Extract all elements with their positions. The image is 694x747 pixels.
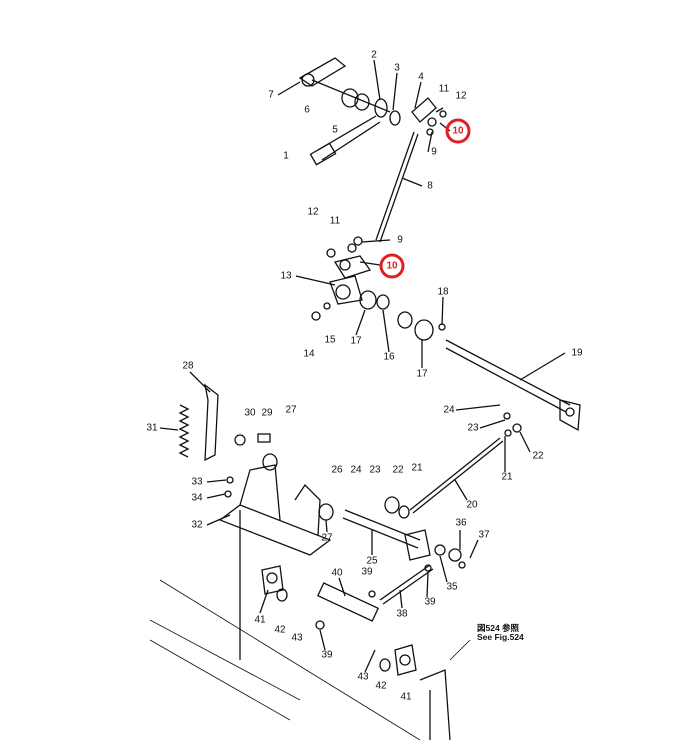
part-label-33: 33	[191, 476, 203, 488]
part-label-5: 5	[332, 124, 338, 136]
part-label-42: 42	[375, 680, 387, 692]
part-label-39: 39	[424, 596, 436, 608]
part-label-27: 27	[285, 404, 297, 416]
part-label-12: 12	[455, 90, 467, 102]
part-label-22: 22	[392, 464, 404, 476]
part-label-24: 24	[443, 404, 455, 416]
part-label-17: 17	[416, 368, 428, 380]
part-label-23: 23	[467, 422, 479, 434]
highlight-circle-part-10-mid	[379, 253, 405, 279]
part-label-22: 22	[532, 450, 544, 462]
part-label-21: 21	[501, 471, 513, 483]
part-label-43: 43	[357, 671, 369, 683]
part-label-35: 35	[446, 581, 458, 593]
part-label-19: 19	[571, 347, 583, 359]
part-label-4: 4	[418, 71, 424, 83]
part-label-11: 11	[329, 215, 341, 227]
part-label-14: 14	[303, 348, 315, 360]
part-label-31: 31	[146, 422, 158, 434]
figure-reference-note: 図524 参照 See Fig.524	[477, 624, 524, 642]
part-label-2: 2	[371, 49, 377, 61]
part-label-32: 32	[191, 519, 203, 531]
part-label-18: 18	[437, 286, 449, 298]
part-label-42: 42	[274, 624, 286, 636]
part-label-13: 13	[280, 270, 292, 282]
part-label-39: 39	[361, 566, 373, 578]
part-label-10: 10	[452, 125, 464, 137]
part-label-26: 26	[331, 464, 343, 476]
part-label-9: 9	[431, 146, 437, 158]
part-label-17: 17	[350, 335, 362, 347]
part-label-36: 36	[455, 517, 467, 529]
part-label-38: 38	[396, 608, 408, 620]
part-label-43: 43	[291, 632, 303, 644]
note-english: See Fig.524	[477, 632, 524, 642]
part-label-23: 23	[369, 464, 381, 476]
part-label-28: 28	[182, 360, 194, 372]
part-label-1: 1	[283, 150, 289, 162]
part-label-37: 37	[478, 529, 490, 541]
part-label-27: 27	[321, 532, 333, 544]
part-label-7: 7	[268, 89, 274, 101]
part-label-30: 30	[244, 407, 256, 419]
part-label-21: 21	[411, 462, 423, 474]
highlight-circle-part-10-top	[445, 118, 471, 144]
part-label-24: 24	[350, 464, 362, 476]
note-japanese: 図524 参照	[477, 623, 520, 633]
part-label-39: 39	[321, 649, 333, 661]
part-label-9: 9	[397, 234, 403, 246]
part-label-6: 6	[304, 104, 310, 116]
part-label-12: 12	[307, 206, 319, 218]
part-label-41: 41	[400, 691, 412, 703]
part-label-34: 34	[191, 492, 203, 504]
part-label-29: 29	[261, 407, 273, 419]
part-label-41: 41	[254, 614, 266, 626]
part-label-40: 40	[331, 567, 343, 579]
part-label-16: 16	[383, 351, 395, 363]
part-label-10: 10	[386, 260, 398, 272]
part-label-15: 15	[324, 334, 336, 346]
part-label-20: 20	[466, 499, 478, 511]
part-label-11: 11	[438, 83, 450, 95]
part-label-3: 3	[394, 62, 400, 74]
part-label-8: 8	[427, 180, 433, 192]
part-label-25: 25	[366, 555, 378, 567]
